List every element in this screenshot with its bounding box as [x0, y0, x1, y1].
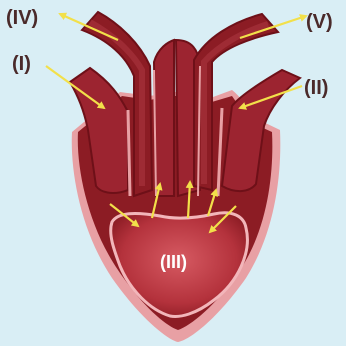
- label-iv: (IV): [6, 7, 38, 29]
- label-v: (V): [306, 11, 333, 33]
- label-ii: (II): [304, 77, 328, 99]
- label-iii: (III): [160, 252, 187, 272]
- central-vessel-left: [154, 40, 174, 196]
- label-i: (I): [12, 53, 31, 75]
